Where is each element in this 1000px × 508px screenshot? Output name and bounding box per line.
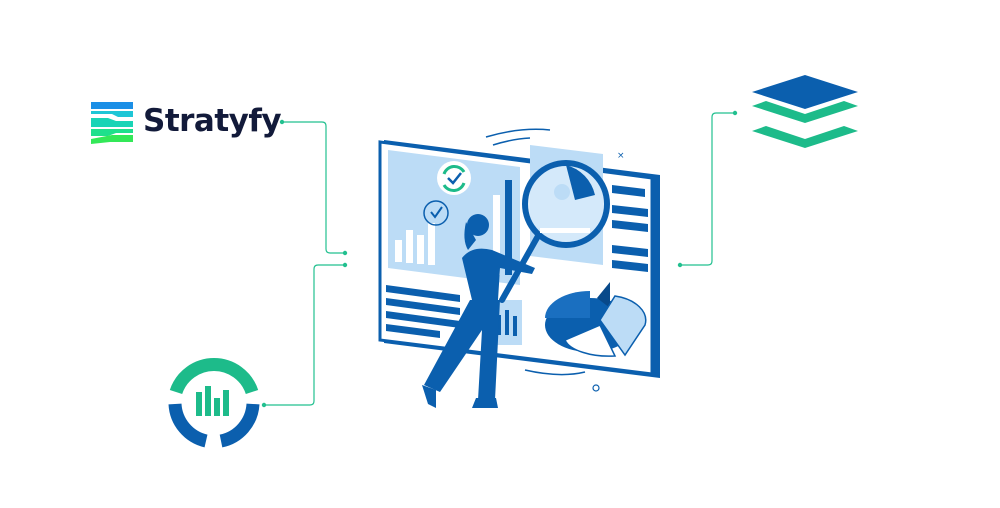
- connector-analytics: [264, 264, 345, 406]
- stratyfy-logo-icon: [91, 102, 133, 144]
- stratyfy-logo-text: Stratyfy: [143, 103, 282, 139]
- connector-stratyfy: [282, 121, 345, 254]
- connector-dots: [261, 110, 738, 408]
- connector-lines: [264, 112, 735, 406]
- svg-text:×: ×: [617, 151, 625, 161]
- connector-layers: [680, 112, 735, 266]
- analytics-donut-icon: [168, 358, 260, 448]
- person-figure: [422, 214, 535, 408]
- dashboard-illustration: ×: [378, 128, 660, 408]
- layers-icon: [752, 75, 858, 148]
